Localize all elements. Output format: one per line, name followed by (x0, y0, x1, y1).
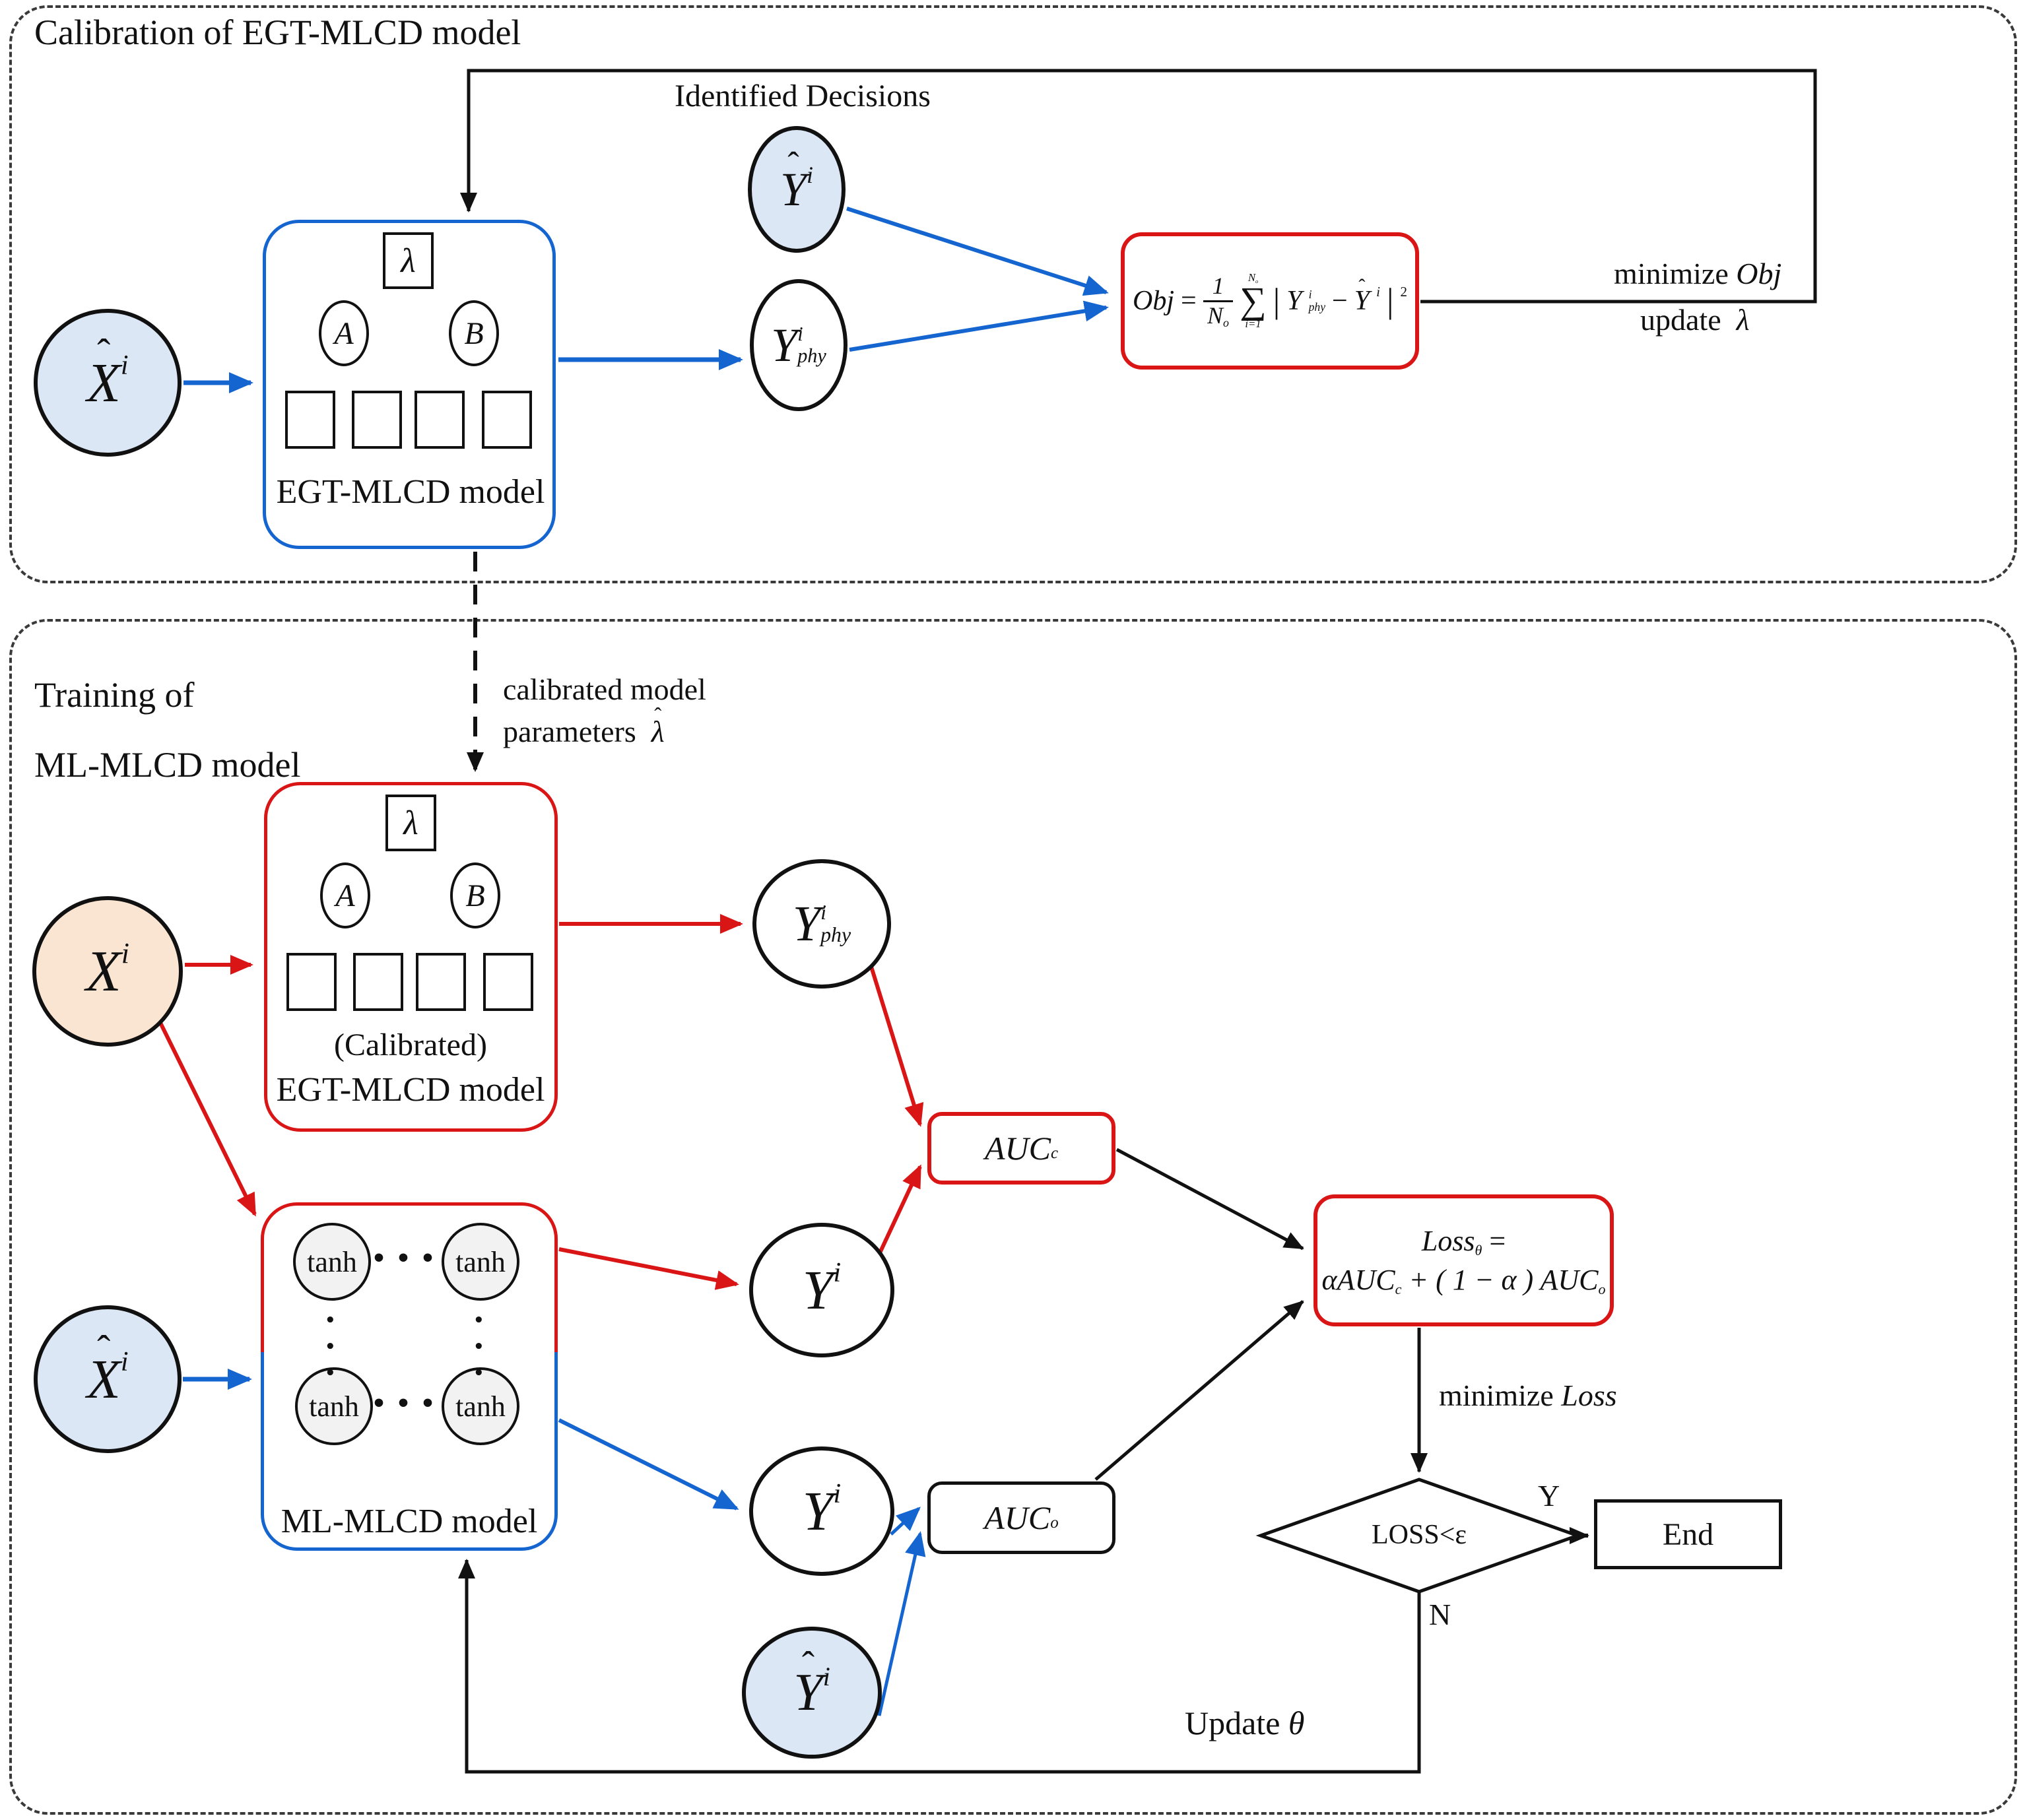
leaf-box (352, 391, 402, 449)
leaf-box (353, 953, 403, 1011)
leaf-box (415, 391, 465, 449)
calibrated-egt-model-label: EGT-MLCD model (276, 1071, 545, 1109)
gene-b-node-calibrated: B (450, 862, 500, 928)
ml-box-red-border (261, 1202, 558, 1353)
leaf-box (482, 391, 532, 449)
lambda-node-calibrated: λ (385, 795, 436, 851)
vertical-ellipsis: ••• (473, 1311, 484, 1383)
tanh-neuron: tanh (442, 1223, 519, 1301)
tanh-neuron: tanh (295, 1367, 373, 1445)
ml-box-blue-border (261, 1352, 558, 1551)
leaf-box (483, 953, 533, 1011)
identified-decisions-label: Identified Decisions (675, 79, 931, 114)
calibration-panel (9, 5, 2017, 583)
ml-mlcd-model-label: ML-MLCD model (281, 1503, 538, 1540)
calibration-title: Calibration of EGT-MLCD model (34, 13, 521, 52)
leaf-box (416, 953, 466, 1011)
lambda-node: λ (383, 232, 434, 289)
loss-line1: Lossθ = (1421, 1224, 1506, 1258)
minimize-obj-label: minimize Obj (1614, 257, 1782, 290)
egt-model-label: EGT-MLCD model (276, 473, 545, 511)
gene-a-node: A (319, 300, 369, 366)
yes-label: Y (1538, 1479, 1560, 1512)
loss-decision-label: LOSS<ε (1371, 1520, 1467, 1550)
training-title-line1: Training of (34, 675, 195, 715)
leaf-box (285, 391, 335, 449)
horizontal-ellipsis: ••• (371, 1390, 445, 1417)
loss-line2: αAUCc + ( 1 − α ) AUCo (1321, 1264, 1606, 1298)
hat-accent: ˆ (97, 331, 111, 376)
tanh-neuron: tanh (442, 1367, 519, 1445)
update-theta-label: Update θ (1185, 1705, 1305, 1741)
calibrated-parameters-label-line1: calibrated model (503, 672, 706, 706)
update-lambda-label: update λ (1640, 303, 1750, 337)
calibrated-label: (Calibrated) (334, 1027, 487, 1062)
gene-b-node: B (449, 300, 499, 366)
end-box: End (1594, 1499, 1782, 1569)
leaf-box (286, 953, 337, 1011)
no-label: N (1429, 1598, 1451, 1631)
tanh-neuron: tanh (293, 1223, 371, 1301)
training-panel (9, 619, 2017, 1815)
horizontal-ellipsis: ••• (371, 1245, 445, 1272)
loss-formula-box: Lossθ = αAUCc + ( 1 − α ) AUCo (1313, 1194, 1614, 1326)
training-title-line2: ML-MLCD model (34, 745, 301, 785)
minimize-loss-label: minimize Loss (1439, 1379, 1617, 1412)
gene-a-node-calibrated: A (320, 862, 370, 928)
vertical-ellipsis: ••• (325, 1311, 336, 1383)
